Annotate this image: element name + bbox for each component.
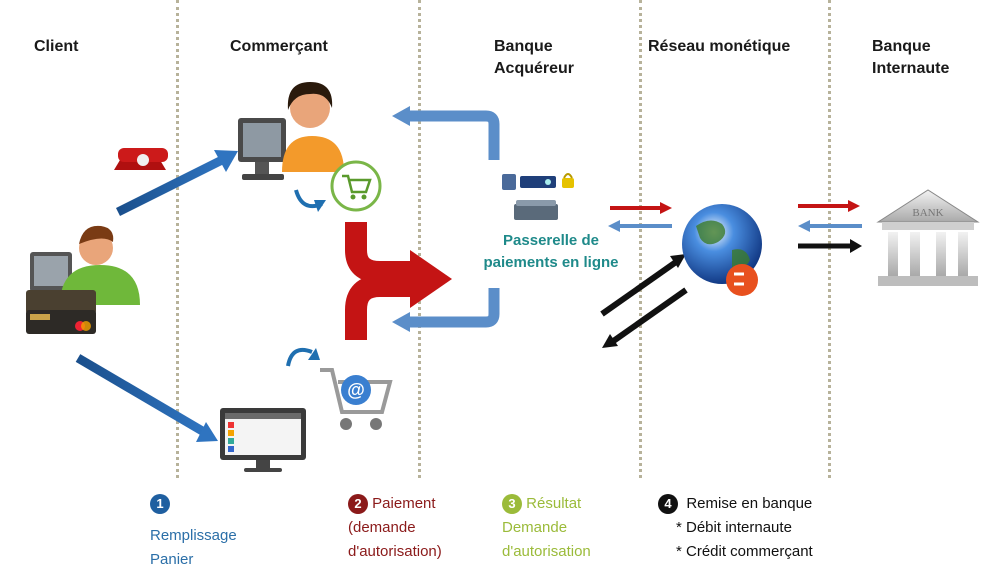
gateway-label-line1: Passerelle de xyxy=(503,232,599,249)
step-3-legend: 3 Résultat Demande d'autorisation xyxy=(502,492,591,564)
svg-text:@: @ xyxy=(347,380,365,400)
step-2-line3: d'autorisation) xyxy=(348,543,442,560)
arrows-network-bank xyxy=(798,200,862,253)
step-2-badge: 2 xyxy=(348,494,368,515)
gateway-label: Passerelle de paiements en ligne xyxy=(462,230,640,274)
step-3-badge: 3 xyxy=(502,494,522,515)
bank-sign-text: BANK xyxy=(912,207,943,219)
step-3-line3: d'autorisation xyxy=(502,543,591,560)
step-4-legend: 4 Remise en banque * Débit internaute * … xyxy=(658,492,813,564)
step-2-line1: Paiement xyxy=(372,495,436,512)
merchant-computer-icon xyxy=(238,118,286,180)
step-2-legend: 2 Paiement (demande d'autorisation) xyxy=(348,492,442,564)
refresh-arrow-icon xyxy=(294,189,326,212)
column-title-banque-acquereur-line1: Banque xyxy=(494,38,553,55)
divider-3 xyxy=(639,0,642,478)
step-3-line2: Demande xyxy=(502,519,568,536)
blue-return-arrows xyxy=(392,106,500,332)
gateway-devices-icon xyxy=(502,173,574,190)
column-title-banque-internaute: Banque Internaute xyxy=(872,36,949,80)
gateway-label-line2: paiements en ligne xyxy=(483,254,619,271)
arrow-client-to-merchant xyxy=(115,150,238,217)
bank-building-icon: BANK xyxy=(876,189,980,286)
divider-2 xyxy=(418,0,421,478)
step-4-line2: * Débit internaute xyxy=(676,519,792,536)
step-1-badge: 1 xyxy=(150,494,170,515)
red-payment-arrow xyxy=(345,222,452,340)
column-title-client: Client xyxy=(34,38,79,55)
credit-cards-icon xyxy=(26,290,96,334)
globe-network-icon xyxy=(682,204,762,296)
step-1-line1: Remplissage xyxy=(150,527,237,544)
step-4-line1: Remise en banque xyxy=(686,495,813,512)
column-title-banque-acquereur: Banque Acquéreur xyxy=(494,36,574,80)
arrow-client-to-website xyxy=(75,354,218,442)
telephone-icon xyxy=(114,148,168,170)
step-1-line2: Panier xyxy=(150,551,194,568)
column-title-commercant: Commerçant xyxy=(230,38,328,55)
column-title-banque-internaute-line2: Internaute xyxy=(872,60,950,77)
merchant-person-icon xyxy=(282,82,344,172)
step-3-line1: Résultat xyxy=(526,495,582,512)
server-icon xyxy=(514,200,558,220)
step-1-legend: 1 Remplissage Panier xyxy=(150,492,237,572)
refresh-arrow-icon-2 xyxy=(286,347,320,367)
column-title-reseau: Réseau monétique xyxy=(648,38,791,55)
arrows-gateway-network xyxy=(600,202,688,348)
divider-1 xyxy=(176,0,179,478)
shopping-cart-badge-icon xyxy=(330,160,382,212)
website-monitor-icon xyxy=(220,408,306,472)
column-title-banque-acquereur-line2: Acquéreur xyxy=(494,60,575,77)
step-4-line3: * Crédit commerçant xyxy=(676,543,813,560)
column-title-banque-internaute-line1: Banque xyxy=(872,38,931,55)
step-4-badge: 4 xyxy=(658,494,678,515)
divider-4 xyxy=(828,0,831,478)
online-cart-icon: @ xyxy=(320,368,393,430)
step-2-line2: (demande xyxy=(348,519,416,536)
